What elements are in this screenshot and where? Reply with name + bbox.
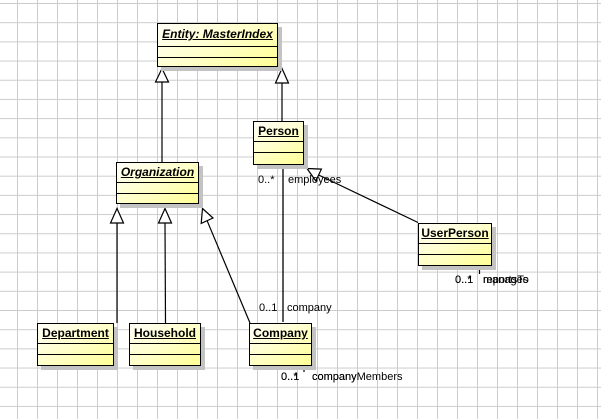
operations-compartment (158, 57, 277, 66)
attributes-compartment (117, 182, 198, 193)
class-organization[interactable]: Organization (116, 162, 199, 204)
class-department[interactable]: Department (37, 323, 114, 366)
attributes-compartment (254, 141, 303, 152)
generalization-arrowhead-icon[interactable] (200, 207, 215, 225)
class-company[interactable]: Company (249, 323, 312, 366)
generalization-arrowhead-icon[interactable] (157, 207, 173, 224)
attributes-compartment (158, 46, 277, 57)
class-title: Person (258, 124, 299, 138)
class-userperson[interactable]: UserPerson (418, 223, 492, 266)
multiplicity-label-employees[interactable]: 0..* (258, 174, 275, 186)
class-title: UserPerson (421, 226, 489, 240)
class-person[interactable]: Person (253, 121, 304, 165)
role-label-reportsto[interactable]: reportsTo (483, 274, 529, 286)
multiplicity-label-company2[interactable]: 0..1 (281, 371, 300, 383)
multiplicity-label-company[interactable]: 0..1 (259, 302, 278, 314)
attributes-compartment (250, 343, 311, 354)
class-title: Department (42, 326, 109, 340)
overlapping-labels-manages-reportsto[interactable]: 0..1 0..* manages reportsTo (455, 274, 565, 288)
operations-compartment (130, 354, 200, 365)
operations-compartment (117, 193, 198, 203)
attributes-compartment (130, 343, 200, 354)
overlapping-labels-company-companymembers[interactable]: 0..1 0..* company companyMembers (281, 371, 411, 385)
generalization-arrowhead-icon[interactable] (274, 67, 290, 84)
class-title: Organization (120, 165, 195, 179)
generalization-arrowhead-icon[interactable] (154, 67, 170, 83)
generalization-arrowhead-icon[interactable] (305, 167, 323, 183)
role-label-companymembers[interactable]: companyMembers (312, 371, 403, 383)
class-title: Entity: MasterIndex (162, 27, 273, 41)
operations-compartment (250, 354, 311, 365)
generalization-arrowhead-icon[interactable] (109, 207, 125, 224)
role-label-company[interactable]: company (287, 302, 332, 314)
role-label-manages[interactable]: manages (483, 274, 529, 286)
generalization-company-organization[interactable] (206, 220, 251, 324)
generalization-userperson-person[interactable] (318, 174, 419, 224)
operations-compartment (254, 152, 303, 164)
role-label-company2[interactable]: company (312, 371, 357, 383)
class-household[interactable]: Household (129, 323, 201, 366)
multiplicity-label-manages[interactable]: 0..1 (455, 274, 474, 286)
generalization-household-organization[interactable] (164, 222, 167, 324)
multiplicity-label-reportsto[interactable]: 0..* (455, 274, 472, 286)
class-title: Household (134, 326, 196, 340)
operations-compartment (38, 354, 113, 365)
attributes-compartment (419, 243, 491, 254)
multiplicity-label-companymembers[interactable]: 0..* (281, 371, 298, 383)
class-entity-masterindex[interactable]: Entity: MasterIndex (157, 23, 278, 67)
attributes-compartment (38, 343, 113, 354)
operations-compartment (419, 254, 491, 265)
role-label-employees[interactable]: employees (288, 174, 342, 186)
class-title: Company (253, 326, 308, 340)
